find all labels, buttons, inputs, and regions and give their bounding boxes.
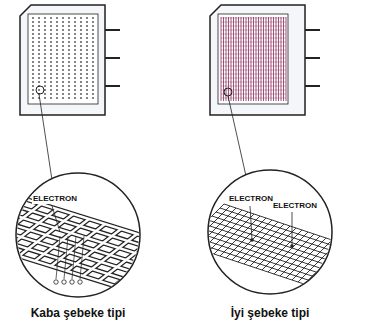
electron-label: ELECTRON <box>272 201 318 211</box>
electron-label: ELECTRON <box>32 194 78 204</box>
fine-tube <box>210 5 320 176</box>
electron-label: ELECTRON <box>228 194 274 204</box>
coarse-zoom <box>0 173 201 297</box>
grid-caption: Kaba şebeke tipi <box>31 306 126 320</box>
grid-caption: İyi şebeke tipi <box>231 306 310 320</box>
fine-zoom <box>184 170 356 294</box>
coarse-tube <box>20 5 120 180</box>
